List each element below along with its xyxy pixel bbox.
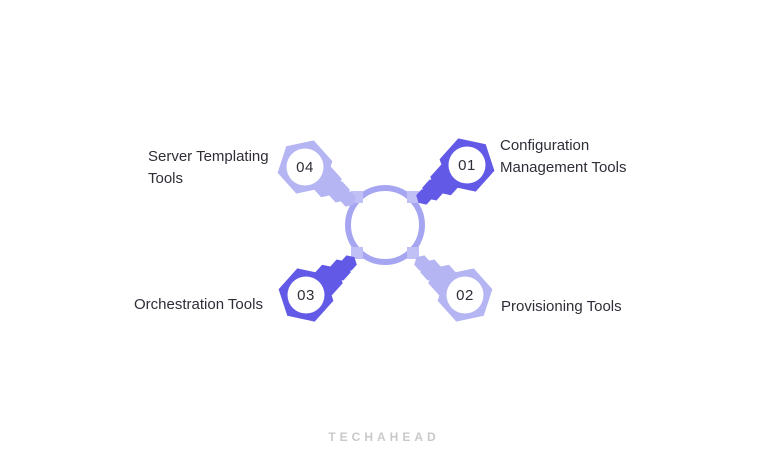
connector-tab-bottom-left — [351, 247, 363, 259]
connector-tab-top-right — [407, 191, 419, 203]
key-badge-04: 04 — [276, 138, 356, 208]
step-number: 04 — [296, 158, 314, 176]
key-badge-03: 03 — [277, 254, 357, 324]
step-number: 01 — [458, 156, 476, 174]
connector-tab-bottom-right — [407, 247, 419, 259]
hub-circle — [345, 185, 425, 265]
key-icon — [277, 140, 356, 207]
key-icon — [416, 138, 495, 205]
step-number: 02 — [456, 286, 474, 304]
techahead-logo: TECHAHEAD — [328, 430, 440, 444]
key-badge-01: 01 — [416, 136, 496, 206]
label-configuration-management-tools: Configuration Management Tools — [500, 137, 627, 176]
label-orchestration-tools: Orchestration Tools — [134, 296, 263, 313]
label-server-templating-tools: Server Templating Tools — [148, 148, 269, 187]
key-icon — [278, 255, 357, 322]
step-number: 03 — [297, 286, 315, 304]
label-provisioning-tools: Provisioning Tools — [501, 298, 622, 315]
key-badge-02: 02 — [414, 254, 494, 324]
key-icon — [414, 255, 493, 322]
